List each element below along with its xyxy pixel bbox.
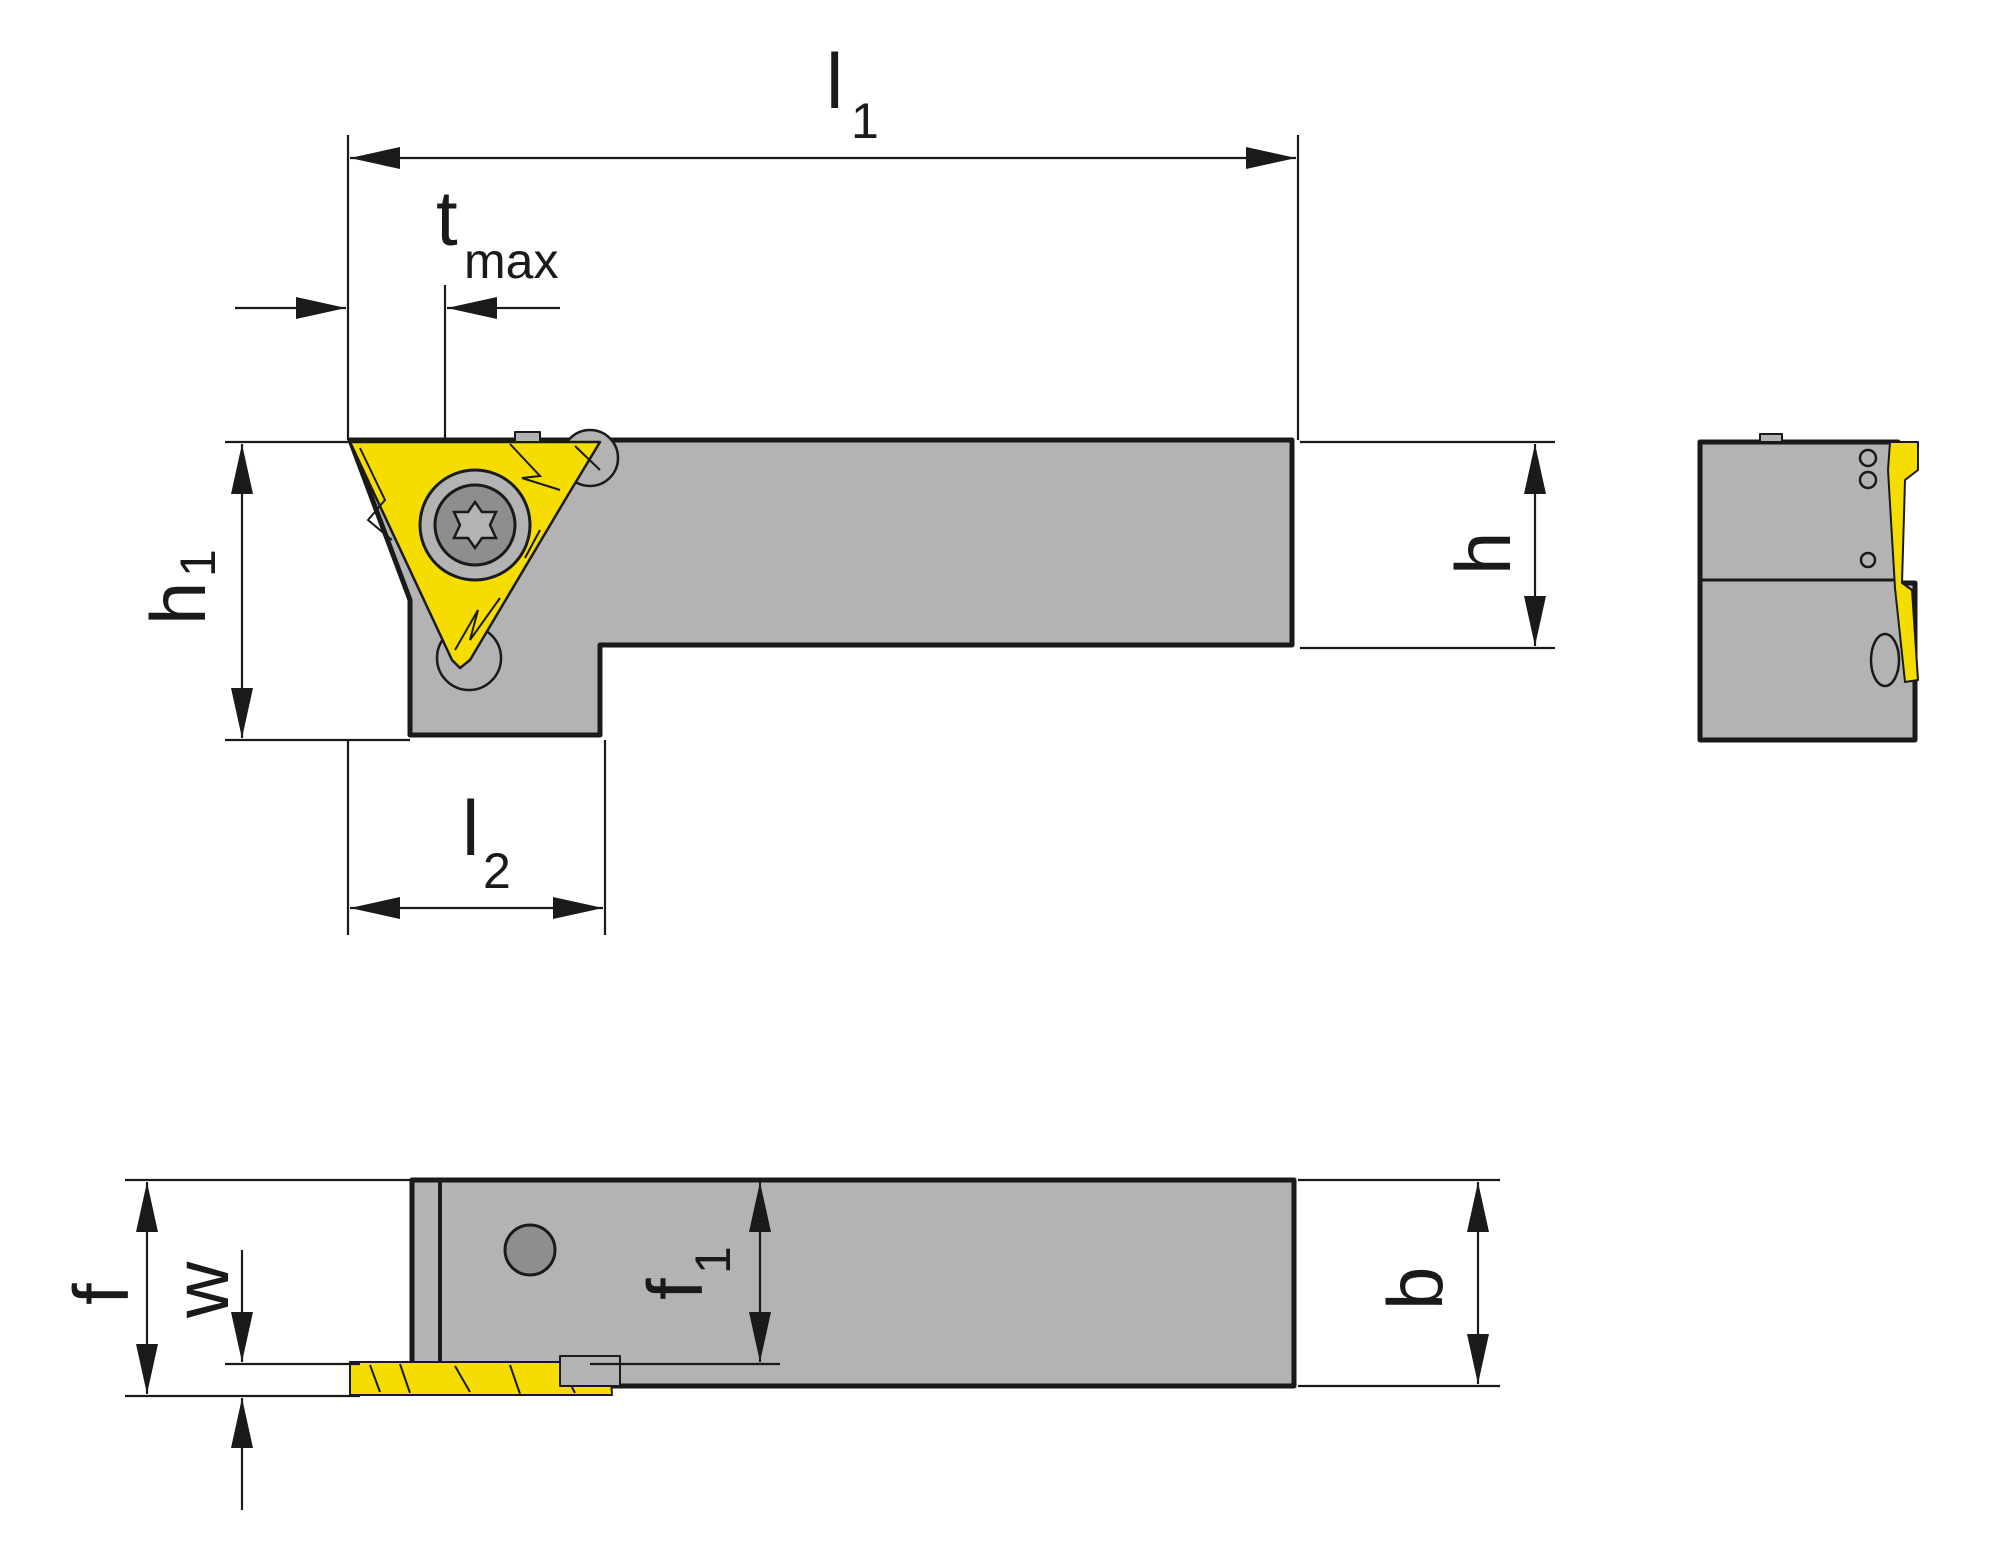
side-view: l 1 t max h 1 h l 2 [134,37,1555,935]
svg-text:l: l [826,37,843,125]
svg-text:w: w [157,1261,245,1319]
label-f: f [57,1283,145,1305]
svg-text:l: l [462,784,479,872]
svg-text:h: h [1439,532,1527,575]
holder-body [347,437,1295,738]
svg-text:1: 1 [851,93,879,149]
svg-text:2: 2 [483,843,511,899]
svg-text:max: max [464,233,558,289]
label-w: w [157,1261,245,1319]
end-view-insert [1887,441,1919,683]
torx-screw-icon [418,468,532,582]
end-view-top-nub [1759,433,1783,443]
label-l1: l 1 [826,37,879,149]
label-b: b [1371,1267,1459,1310]
label-f1: f 1 [631,1246,741,1300]
top-view-screw-icon [503,1223,557,1277]
svg-text:t: t [436,174,458,262]
label-h: h [1439,532,1527,575]
end-view-screw-hole [1869,632,1901,688]
svg-text:1: 1 [170,549,226,577]
top-view: f w f 1 b [57,1177,1500,1510]
end-view [1697,433,1919,743]
svg-text:h: h [134,582,222,625]
svg-text:f: f [631,1278,719,1300]
svg-text:1: 1 [685,1246,741,1274]
svg-text:f: f [57,1283,145,1305]
svg-text:b: b [1371,1267,1459,1310]
holder-top-body [409,1177,1297,1389]
top-view-insert [349,1355,621,1396]
label-h1: h 1 [134,549,226,625]
label-tmax: t max [436,174,558,289]
top-clamp-nub [514,431,541,443]
label-l2: l 2 [462,784,511,899]
